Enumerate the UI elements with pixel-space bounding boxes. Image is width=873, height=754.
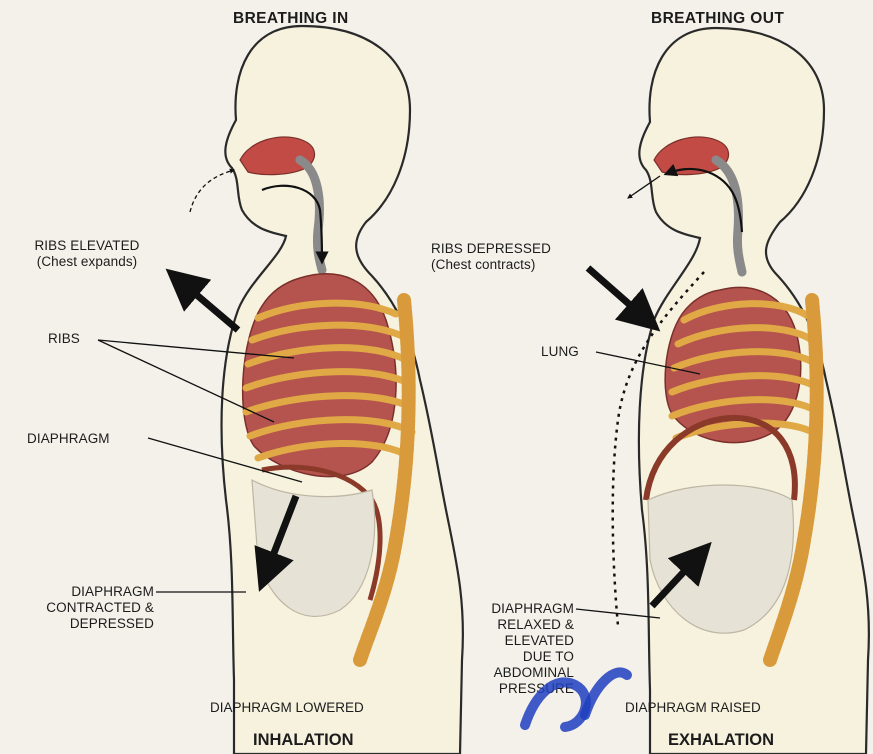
diaphragm-raised-caption: DIAPHRAGM RAISED <box>625 700 761 715</box>
ribs-label: RIBS <box>48 331 80 347</box>
inhalation-caption: INHALATION <box>253 731 354 750</box>
ribs-depressed-arrow <box>588 268 654 326</box>
diaphragm-contracted-label: DIAPHRAGM CONTRACTED & DEPRESSED <box>0 584 154 632</box>
air-in-arrow <box>190 170 234 212</box>
ribs-expand-arrow <box>172 274 238 330</box>
ribs-elevated-label: RIBS ELEVATED (Chest expands) <box>2 238 172 270</box>
diaphragm-label: DIAPHRAGM <box>27 431 110 447</box>
diaphragm-lowered-caption: DIAPHRAGM LOWERED <box>210 700 364 715</box>
exhalation-caption: EXHALATION <box>668 731 774 750</box>
breathing-out-title: BREATHING OUT <box>651 10 784 28</box>
ribs-depressed-label: RIBS DEPRESSED (Chest contracts) <box>431 241 551 273</box>
breathing-in-title: BREATHING IN <box>233 10 349 28</box>
exhalation-figure <box>576 28 869 754</box>
lung-label: LUNG <box>541 344 579 360</box>
diaphragm-relaxed-label: DIAPHRAGM RELAXED & ELEVATED DUE TO ABDO… <box>436 601 574 697</box>
inhalation-figure <box>98 26 463 754</box>
